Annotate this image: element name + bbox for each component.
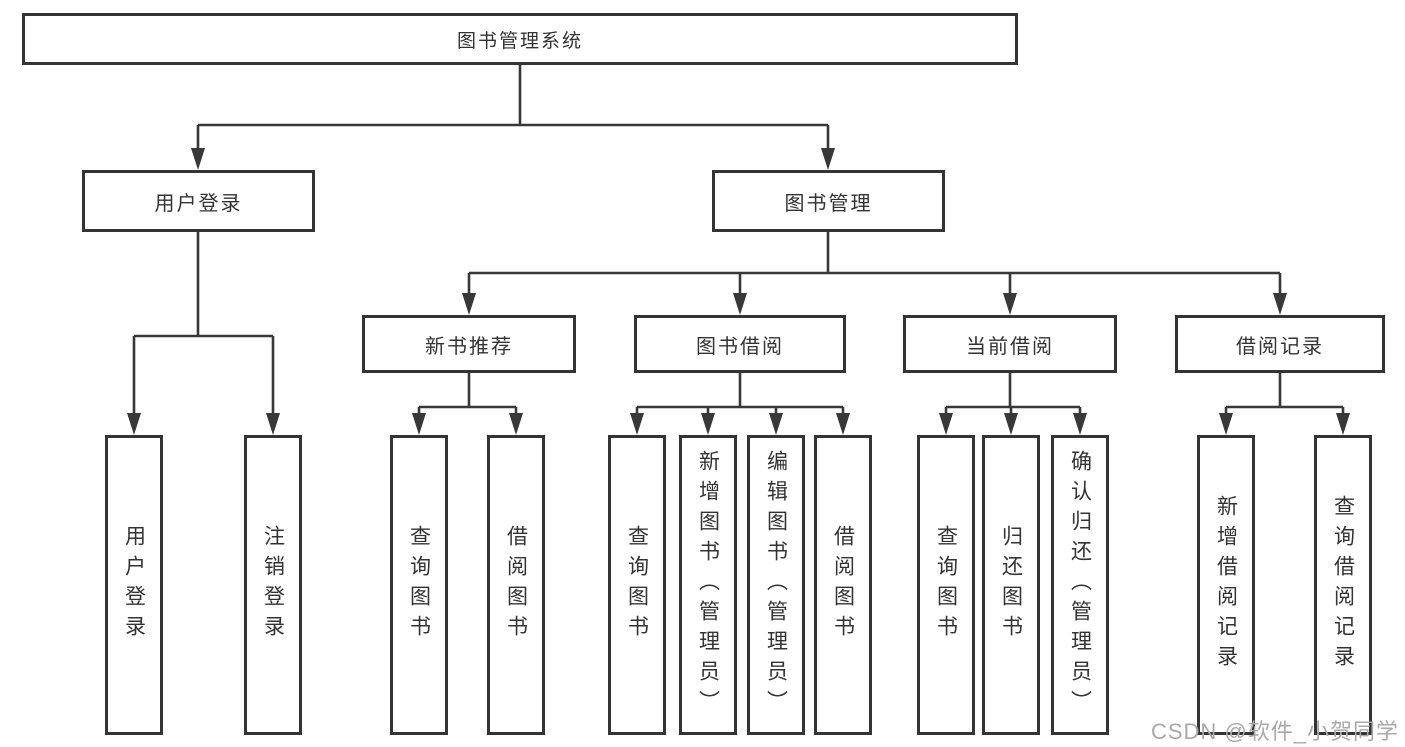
node-current-borrow: 当前借阅	[903, 315, 1117, 373]
leaf-nbr-borrow-books: 借阅图书	[487, 435, 545, 735]
leaf-user-login: 用户登录	[105, 435, 163, 735]
leaf-nbr-borrow-books-label: 借阅图书	[504, 525, 528, 645]
node-new-book-recommend: 新书推荐	[362, 315, 576, 373]
leaf-br-query-record: 查询借阅记录	[1314, 435, 1372, 735]
leaf-bb-query-books-label: 查询图书	[625, 525, 649, 645]
leaf-cb-query-books: 查询图书	[917, 435, 975, 735]
leaf-cb-confirm-return-admin: 确认归还（管理员）	[1051, 435, 1109, 735]
node-book-borrow: 图书借阅	[634, 315, 846, 373]
node-borrow-record: 借阅记录	[1175, 315, 1385, 373]
leaf-bb-edit-books-admin-label: 编辑图书（管理员）	[764, 450, 788, 720]
leaf-bb-query-books: 查询图书	[608, 435, 666, 735]
leaf-bb-add-books-admin-label: 新增图书（管理员）	[696, 450, 720, 720]
leaf-cb-return-books: 归还图书	[982, 435, 1040, 735]
leaf-bb-borrow-books-label: 借阅图书	[831, 525, 855, 645]
leaf-user-login-label: 用户登录	[122, 525, 146, 645]
node-user-login: 用户登录	[82, 170, 315, 232]
leaf-nbr-query-books-label: 查询图书	[407, 525, 431, 645]
csdn-watermark: CSDN @软件_小贺同学	[1150, 719, 1399, 744]
leaf-br-add-record-label: 新增借阅记录	[1214, 495, 1238, 675]
leaf-cb-return-books-label: 归还图书	[999, 525, 1023, 645]
leaf-bb-borrow-books: 借阅图书	[814, 435, 872, 735]
node-book-management: 图书管理	[712, 170, 945, 232]
leaf-logout-label: 注销登录	[261, 525, 285, 645]
leaf-br-query-record-label: 查询借阅记录	[1331, 495, 1355, 675]
leaf-bb-add-books-admin: 新增图书（管理员）	[679, 435, 737, 735]
leaf-bb-edit-books-admin: 编辑图书（管理员）	[747, 435, 805, 735]
node-root-system: 图书管理系统	[22, 13, 1018, 65]
leaf-cb-confirm-return-admin-label: 确认归还（管理员）	[1068, 450, 1092, 720]
leaf-cb-query-books-label: 查询图书	[934, 525, 958, 645]
leaf-nbr-query-books: 查询图书	[390, 435, 448, 735]
leaf-br-add-record: 新增借阅记录	[1197, 435, 1255, 735]
leaf-logout: 注销登录	[244, 435, 302, 735]
